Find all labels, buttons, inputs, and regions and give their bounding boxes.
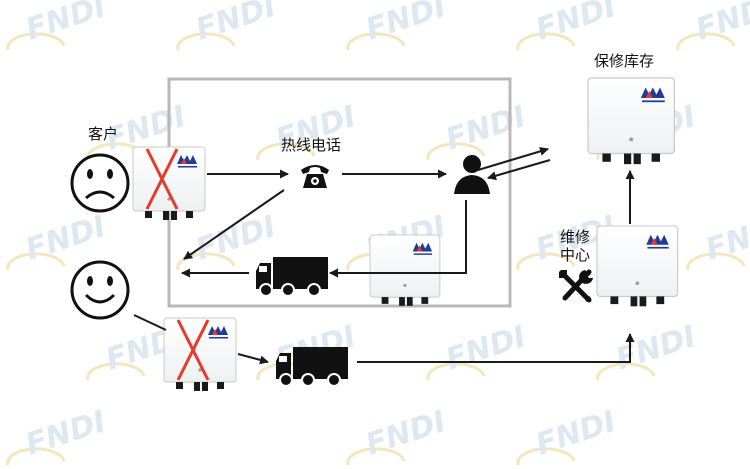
truck-icon (255, 256, 329, 297)
repair-center-label-line2: 中心 (560, 246, 591, 264)
flow-arrows (133, 146, 635, 365)
warranty-stock-label: 保修库存 (594, 52, 655, 70)
tools-icon (559, 269, 593, 303)
telephone-icon (301, 165, 329, 188)
happy-face-icon (70, 260, 130, 320)
arrow-truck-to-repair (357, 333, 635, 363)
arrow-staff-to-truck (329, 200, 467, 278)
replacement-inverter (369, 234, 441, 307)
repaired-inverter (596, 225, 679, 307)
faulty-inverter-customer (132, 146, 206, 221)
arrow-staff-to-stock (477, 146, 549, 171)
hotline-label: 热线电话 (281, 136, 342, 154)
person-icon (454, 155, 490, 194)
faulty-inverter-returned (163, 317, 237, 392)
arrow-return-to-truck (237, 353, 269, 365)
repair-center-label-line1: 维修 (560, 228, 591, 246)
sad-face-icon (70, 153, 130, 213)
line-customer-to-return (133, 314, 167, 331)
customer-label: 客户 (88, 125, 119, 143)
arrow-stock-to-staff (487, 159, 551, 181)
arrow-hotline-to-customer (183, 189, 285, 260)
warranty-stock-inverter (587, 77, 676, 165)
